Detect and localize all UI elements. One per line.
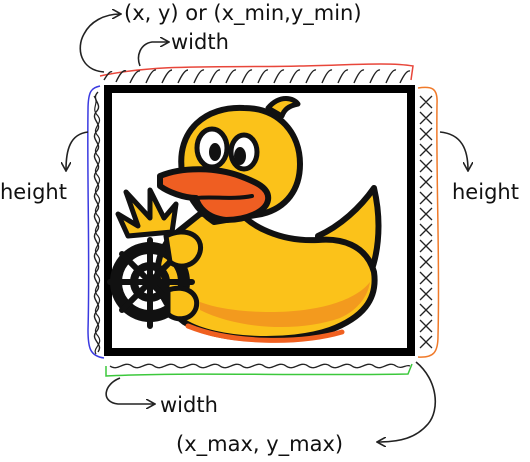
bottom-width-label: width xyxy=(160,393,218,417)
right-edge-line xyxy=(417,86,440,358)
left-hatching xyxy=(93,91,101,353)
arrow-right-height xyxy=(439,131,468,170)
right-hatching xyxy=(419,95,433,349)
left-edge-line xyxy=(87,85,105,359)
arrow-top-width xyxy=(137,42,169,67)
right-height-label: height xyxy=(452,180,519,204)
top-hatching xyxy=(103,69,411,84)
top-width-label: width xyxy=(171,30,229,54)
bottom-hatching xyxy=(109,363,411,369)
bottom-right-corner-label: (x_max, y_max) xyxy=(176,432,344,456)
left-hatching-2 xyxy=(93,95,101,355)
top-left-corner-label: (x, y) or (x_min,y_min) xyxy=(124,1,362,25)
arrow-top-left-corner xyxy=(79,14,120,73)
bottom-edge-line xyxy=(105,363,413,377)
arrow-left-height xyxy=(66,131,89,170)
arrow-bottom-width xyxy=(105,377,154,404)
duck-illustration xyxy=(107,96,382,343)
arrow-bottom-right-corner xyxy=(378,361,436,442)
top-edge-line xyxy=(99,63,414,81)
left-height-label: height xyxy=(0,180,67,204)
